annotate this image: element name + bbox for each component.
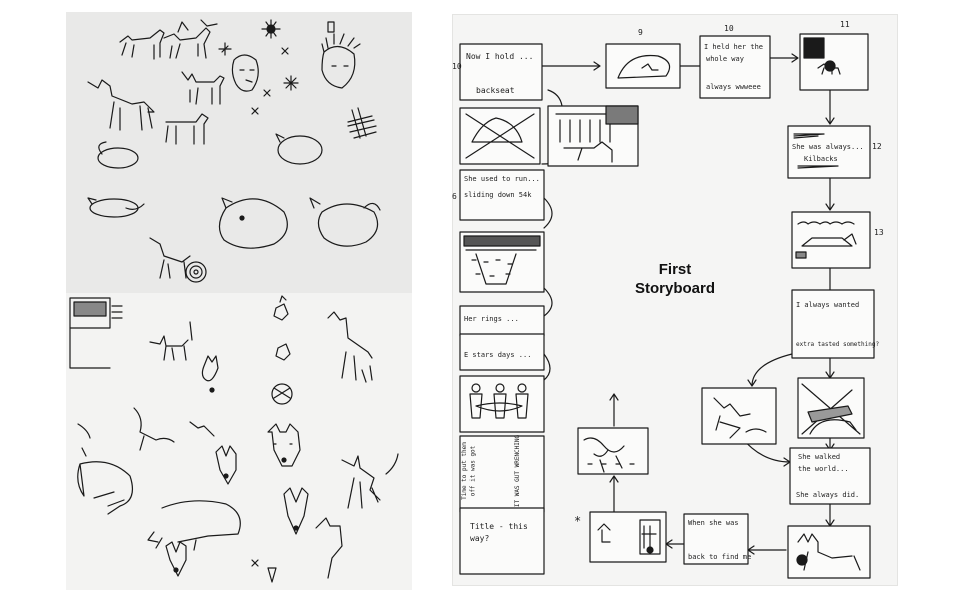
panel-text: the world... <box>798 465 849 473</box>
storyboard-caption: First Storyboard <box>600 260 750 298</box>
panel-text: whole way <box>706 55 744 63</box>
star-doodle <box>347 107 377 139</box>
panel-text: backseat <box>476 86 515 95</box>
dog-sketch <box>215 445 237 485</box>
panel-text: Her rings ... <box>464 315 519 323</box>
panel-text: E stars days ... <box>464 351 532 359</box>
panel-number: 10 <box>724 24 734 33</box>
dog-sketch <box>87 79 155 131</box>
dog-sketch <box>218 197 288 249</box>
dog-sketch <box>309 197 381 247</box>
panel-text: She always did. <box>796 491 860 499</box>
star-marker: * <box>574 514 582 528</box>
dog-sketch <box>165 113 209 145</box>
panel-text: She used to run... <box>464 175 540 183</box>
panel-text: sliding down 54k <box>464 191 532 199</box>
panel-text: I always wanted <box>796 301 860 309</box>
panel-text: IT WAS GUT WRENCHING <box>514 434 522 508</box>
dog-sketch <box>147 500 241 551</box>
panel-text: Title - this <box>470 522 528 531</box>
dog-sketch <box>97 141 139 169</box>
dog-sketch <box>119 29 165 60</box>
panel-number: 6 <box>452 192 457 201</box>
panel-text: off it was got <box>469 445 477 497</box>
dog-sketch <box>315 517 343 579</box>
panel-text: always wwweee <box>706 83 761 91</box>
panel-text: Now I hold ... <box>466 52 534 61</box>
dog-sketch <box>267 423 301 467</box>
dog-sketch <box>77 461 133 515</box>
dog-sketch <box>275 133 323 165</box>
dog-sketch <box>273 295 291 361</box>
panel-number: 9 <box>638 28 643 37</box>
dog-sketch <box>271 383 293 405</box>
panel-text: I held her the <box>704 43 764 51</box>
storyboard-drawing <box>459 33 875 579</box>
dog-sketch <box>149 321 193 361</box>
dog-sketch <box>181 71 225 105</box>
panel-number: 13 <box>874 228 884 237</box>
panel-text: way? <box>470 534 490 543</box>
dog-sketches-drawing <box>69 19 399 583</box>
panel-number: 11 <box>840 20 850 29</box>
panel-text: extra tasted something? <box>796 341 880 348</box>
panel-text: When she was <box>688 519 739 527</box>
star-doodle <box>251 75 299 115</box>
dog-sketch <box>341 453 399 509</box>
dog-sketch <box>201 355 219 393</box>
panel-number: 12 <box>872 142 882 151</box>
caption-line-2: Storyboard <box>634 280 715 297</box>
panel-text: Kilbacks <box>804 155 838 163</box>
dog-sketch <box>77 407 175 457</box>
sketch-sheet-left <box>66 12 412 590</box>
panel-text: She was always... <box>792 143 864 151</box>
dog-sketch <box>163 19 218 59</box>
storyboard-sheet: 10 9 10 11 12 13 6 * Now I hold ... back… <box>452 14 898 586</box>
star-doodle <box>251 559 277 583</box>
face-sketch <box>231 33 361 92</box>
caption-line-1: First <box>658 261 692 278</box>
dog-sketch <box>283 487 309 535</box>
dog-sketch <box>149 237 207 283</box>
star-doodle <box>218 19 335 56</box>
dog-sketch <box>189 421 215 437</box>
dog-sketch <box>87 197 145 218</box>
panel-number: 10 <box>452 62 462 71</box>
dog-sketch <box>165 541 187 577</box>
panel-text: She walked <box>798 453 841 461</box>
dog-sketch <box>327 311 373 383</box>
box-sketch <box>69 297 123 369</box>
panel-text: back to find me <box>688 553 752 561</box>
